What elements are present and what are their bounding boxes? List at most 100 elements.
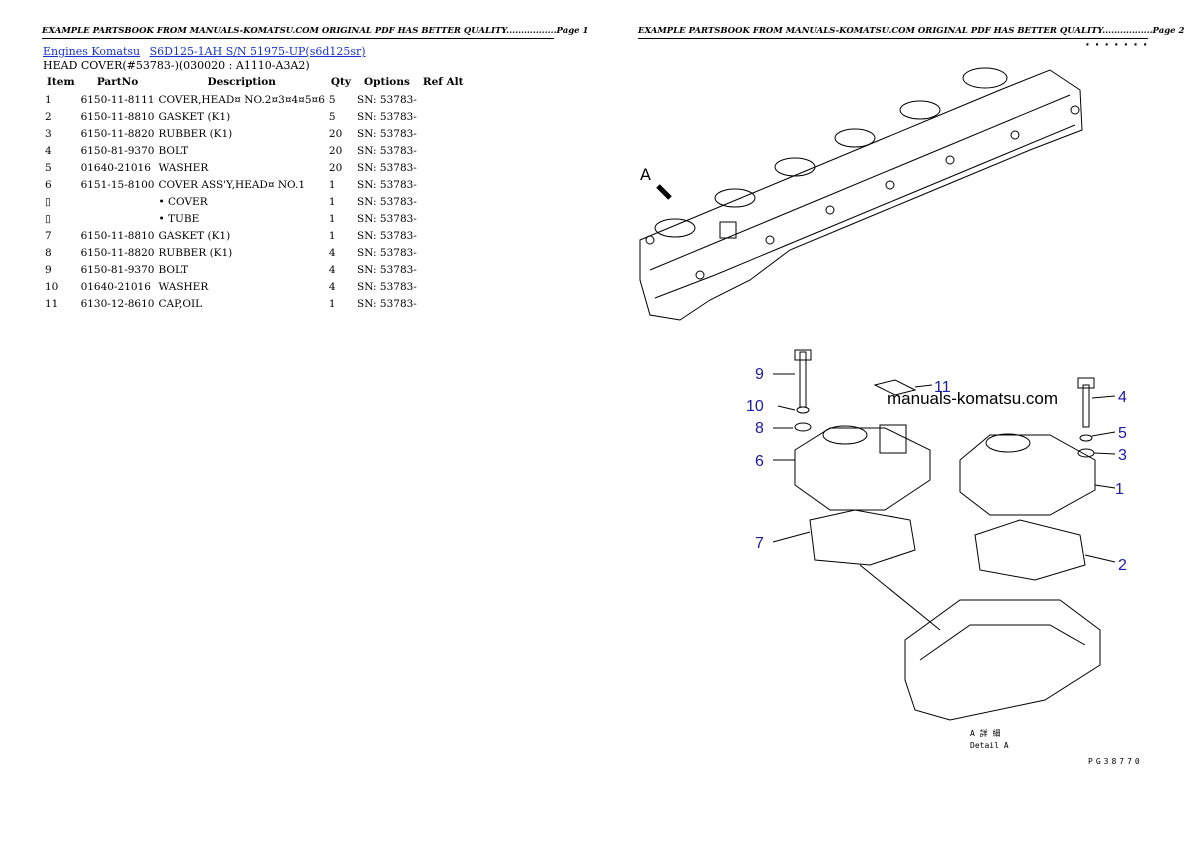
cell-partno: 01640-21016 xyxy=(80,280,151,293)
table-row: ▯ • TUBE 1 SN: 53783- xyxy=(43,210,467,227)
cover-assy-6-window xyxy=(822,425,868,445)
callout-6: 6 xyxy=(755,453,764,470)
cell-options: SN: 53783- xyxy=(357,263,417,276)
oil-cap-11 xyxy=(873,379,917,396)
callout-2: 2 xyxy=(1118,557,1127,574)
cell-description: WASHER xyxy=(158,161,209,174)
parts-table: Item PartNo Description Qty Options Ref … xyxy=(43,75,467,312)
callout-7: 7 xyxy=(755,535,764,552)
cover-window-5 xyxy=(899,100,941,120)
col-header-options: Options xyxy=(363,76,410,88)
cell-options: SN: 53783- xyxy=(357,178,417,191)
rubber-3 xyxy=(1077,448,1095,458)
cell-description: • TUBE xyxy=(158,212,200,225)
cell-item: 8 xyxy=(45,246,52,259)
cell-qty: 4 xyxy=(328,280,336,293)
breadcrumb-link-engines[interactable]: Engines Komatsu xyxy=(43,45,141,58)
cell-item: ▯ xyxy=(43,193,79,210)
breadcrumb-link-model[interactable]: S6D125-1AH S/N 51975-UP(s6d125sr) xyxy=(149,45,366,58)
cell-item: 3 xyxy=(45,127,52,140)
cell-item: 5 xyxy=(45,161,52,174)
table-row: 2 6150-11-8810 GASKET (K1) 5 SN: 53783- xyxy=(43,108,467,125)
cell-refalt xyxy=(419,142,468,159)
parts-list-panel: Engines Komatsu S6D125-1AH S/N 51975-UP(… xyxy=(43,45,467,312)
col-header-qty: Qty xyxy=(330,76,352,88)
bolt-head xyxy=(945,155,955,165)
table-row: 6 6151-15-8100 COVER ASS'Y,HEAD¤ NO.1 1 … xyxy=(43,176,467,193)
gasket-7 xyxy=(809,509,916,566)
cell-qty: 4 xyxy=(328,246,336,259)
missing-glyph-icon: ▯ xyxy=(45,195,51,208)
cell-refalt xyxy=(419,210,468,227)
bolt-head xyxy=(695,270,705,280)
leader-2 xyxy=(1084,554,1116,563)
cell-refalt xyxy=(419,244,468,261)
cover-1 xyxy=(959,434,1096,516)
leader-10 xyxy=(777,405,796,411)
leader-line xyxy=(859,564,941,631)
view-arrow-icon xyxy=(656,184,672,200)
table-row: 7 6150-11-8810 GASKET (K1) 1 SN: 53783- xyxy=(43,227,467,244)
cell-description: WASHER xyxy=(158,280,209,293)
cell-item: 1 xyxy=(45,93,52,106)
cover-assy-6 xyxy=(794,427,931,511)
cover-window-2 xyxy=(714,188,756,208)
cell-partno xyxy=(79,193,157,210)
cell-description: • COVER xyxy=(158,195,208,208)
figure-code: PG38770 xyxy=(1088,757,1143,766)
cell-partno: 6150-81-9370 xyxy=(80,144,155,157)
cell-options: SN: 53783- xyxy=(357,229,417,242)
cell-qty: 1 xyxy=(328,297,336,310)
leader-5 xyxy=(1091,431,1116,437)
page-subtitle: HEAD COVER(#53783-)(030020 : A1110-A3A2) xyxy=(43,59,310,72)
cell-options: SN: 53783- xyxy=(357,212,417,225)
col-header-description: Description xyxy=(207,76,276,88)
cell-refalt xyxy=(419,227,468,244)
table-row: ▯ • COVER 1 SN: 53783- xyxy=(43,193,467,210)
bolt-head xyxy=(825,205,835,215)
table-row: 11 6130-12-8610 CAP,OIL 1 SN: 53783- xyxy=(43,295,467,312)
bolt-4-head xyxy=(1077,377,1095,389)
cell-partno: 6150-11-8820 xyxy=(80,127,155,140)
cell-refalt xyxy=(419,91,468,108)
cell-description: COVER ASS'Y,HEAD¤ NO.1 xyxy=(158,178,306,191)
cell-description: COVER,HEAD¤ NO.2¤3¤4¤5¤6 xyxy=(158,93,325,106)
cell-qty: 20 xyxy=(328,161,343,174)
cell-qty: 1 xyxy=(328,212,336,225)
parts-diagram: · · · · · · · xyxy=(639,40,1148,766)
bolt-head xyxy=(1070,105,1080,115)
leader-7 xyxy=(772,531,811,543)
callout-11: 11 xyxy=(934,379,951,396)
cell-item: 2 xyxy=(45,110,52,123)
cover-window-6 xyxy=(962,67,1008,89)
cell-options: SN: 53783- xyxy=(357,297,417,310)
cell-description: BOLT xyxy=(158,263,189,276)
cell-partno xyxy=(79,210,157,227)
bolt-head xyxy=(1010,130,1020,140)
bolt-head xyxy=(885,180,895,190)
leader-11 xyxy=(914,384,933,388)
callout-9: 9 xyxy=(755,366,764,383)
leader-3 xyxy=(1093,452,1116,455)
col-header-partno: PartNo xyxy=(96,76,139,88)
top-marker: · · · · · · · xyxy=(1085,40,1148,49)
cell-item: 6 xyxy=(45,178,52,191)
cell-options: SN: 53783- xyxy=(357,161,417,174)
cell-refalt xyxy=(419,295,468,312)
cell-description: BOLT xyxy=(158,144,189,157)
cell-partno: 6150-11-8810 xyxy=(80,229,155,242)
cell-options: SN: 53783- xyxy=(357,144,417,157)
cell-qty: 1 xyxy=(328,178,336,191)
cover-1-window xyxy=(985,433,1031,453)
cover-flange-line xyxy=(654,124,1076,299)
callout-8: 8 xyxy=(755,420,764,437)
cell-qty: 1 xyxy=(328,195,336,208)
washer-5 xyxy=(1079,434,1093,442)
cell-options: SN: 53783- xyxy=(357,280,417,293)
cell-refalt xyxy=(419,176,468,193)
table-row: 3 6150-11-8820 RUBBER (K1) 20 SN: 53783- xyxy=(43,125,467,142)
callout-10: 10 xyxy=(746,398,764,415)
view-label-a: A xyxy=(640,165,651,184)
callout-3: 3 xyxy=(1118,447,1127,464)
cell-description: GASKET (K1) xyxy=(158,229,231,242)
